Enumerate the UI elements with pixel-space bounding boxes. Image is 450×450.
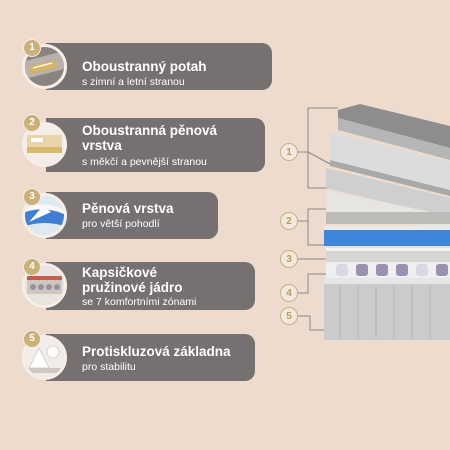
feature-row-5: 5 Protiskluzová základna pro stabilitu — [22, 330, 322, 381]
foam-layer-icon — [22, 122, 67, 167]
feature-row-3: 3 Pěnová vrstva pro větší pohodlí — [22, 188, 322, 239]
callout-badge-4: 4 — [280, 284, 298, 302]
feature-number-badge: 2 — [23, 114, 41, 132]
callout-lines — [297, 107, 338, 331]
feature-title: Pěnová vrstva — [82, 201, 174, 216]
feature-number-badge: 3 — [23, 188, 41, 206]
feature-pill — [46, 118, 265, 172]
double-foam-layer — [324, 190, 450, 246]
feature-subtitle: s zimní a letní stranou — [82, 76, 185, 88]
feature-number-badge: 5 — [23, 330, 41, 348]
feature-title-line1: Kapsičkové — [82, 265, 158, 280]
feature-title: Oboustranný potah — [82, 59, 207, 74]
non-slip-base-icon — [22, 335, 67, 380]
pocket-spring-core — [326, 262, 450, 278]
comfort-foam-layer — [326, 248, 450, 262]
callout-badge-1: 1 — [280, 143, 298, 161]
feature-pill — [46, 43, 272, 90]
feature-subtitle: pro větší pohodlí — [82, 218, 160, 230]
callout-badge-3: 3 — [280, 250, 298, 268]
feature-subtitle: s měkčí a pevnější stranou — [82, 156, 207, 168]
callout-badge-2: 2 — [280, 212, 298, 230]
non-slip-base-layer — [324, 278, 450, 340]
feature-number-badge: 1 — [23, 39, 41, 57]
feature-title-line1: Oboustranná pěnová — [82, 123, 218, 138]
feature-pill — [46, 334, 255, 381]
feature-row-2: 2 Oboustranná pěnová vrstva s měkčí a pe… — [22, 114, 322, 172]
feature-subtitle: se 7 komfortními zónami — [82, 296, 197, 308]
feature-subtitle: pro stabilitu — [82, 361, 136, 373]
feature-number-badge: 4 — [23, 258, 41, 276]
feature-title-line2: vrstva — [82, 138, 122, 153]
feature-title-line2: pružinové jádro — [82, 280, 183, 295]
feature-pill — [46, 262, 255, 310]
cover-layer — [338, 104, 450, 160]
feature-row-1: 1 Oboustranný potah s zimní a letní stra… — [22, 39, 322, 90]
callout-badge-5: 5 — [280, 307, 298, 325]
feature-pill — [46, 192, 218, 239]
feature-row-4: 4 Kapsičkové pružinové jádro se 7 komfor… — [22, 258, 322, 310]
feature-title: Protiskluzová základna — [82, 344, 231, 359]
cover-inner-layer — [326, 132, 450, 218]
